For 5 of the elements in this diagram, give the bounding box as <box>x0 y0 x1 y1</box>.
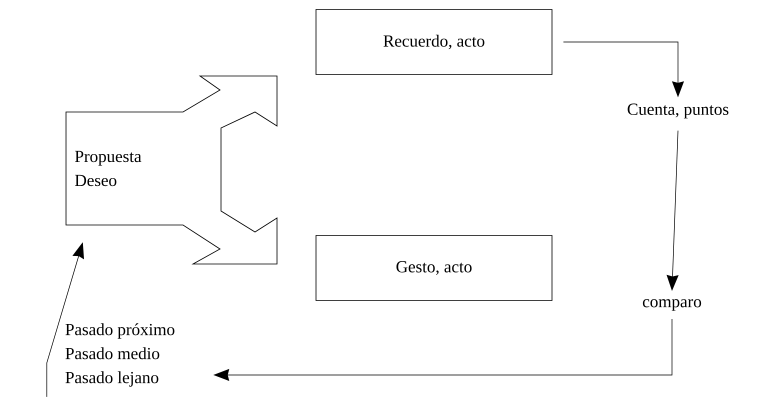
process-box: Gesto, acto <box>316 235 552 301</box>
node-label: comparo <box>642 299 702 311</box>
node-label: Pasado próximo Pasado medio Pasado lejano <box>66 323 174 387</box>
node-label: Cuenta, puntos <box>628 104 728 118</box>
process-box: Recuerdo, acto <box>316 9 552 75</box>
